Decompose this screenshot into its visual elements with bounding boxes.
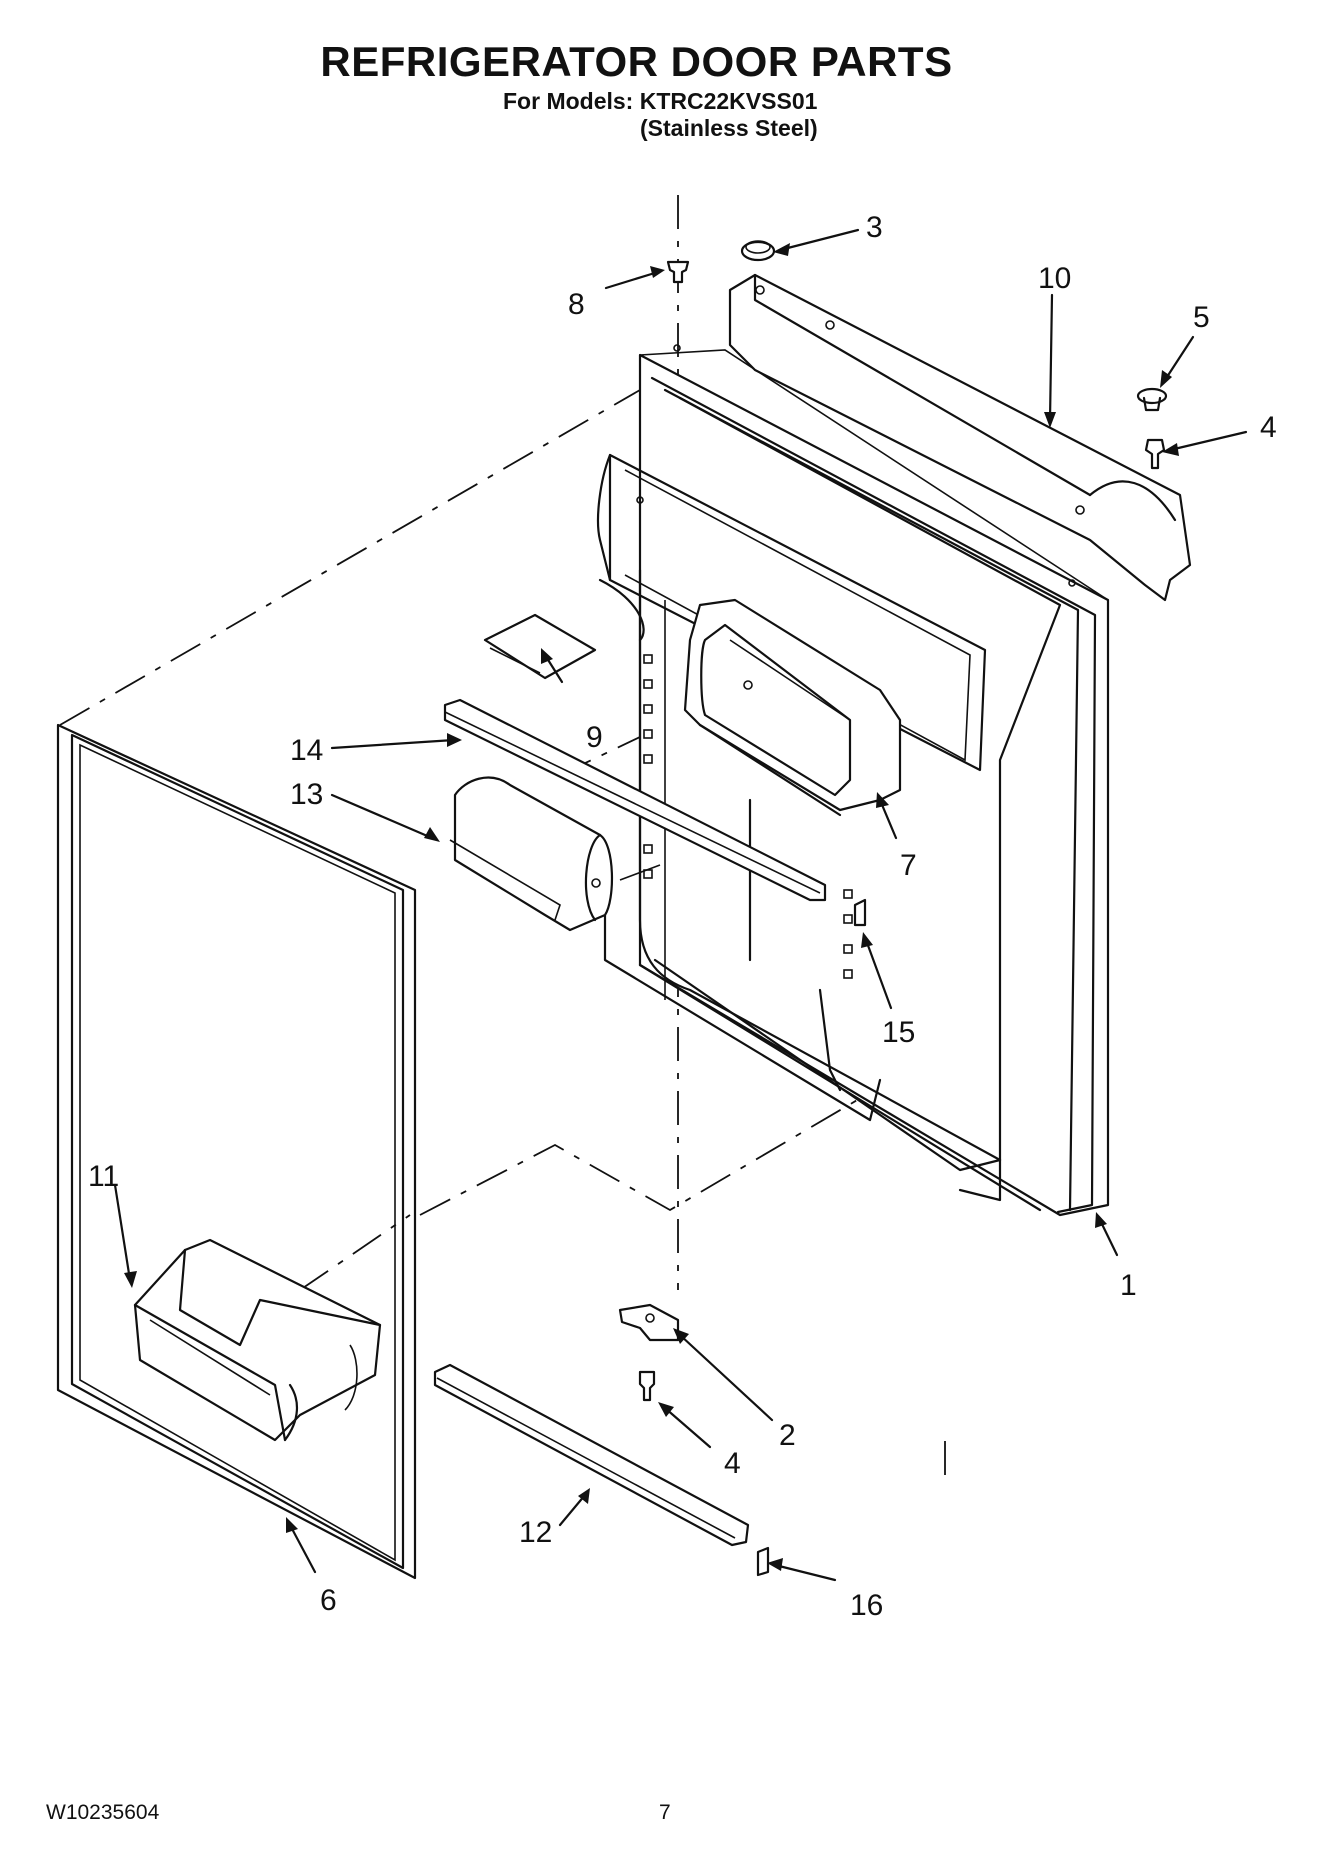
finish-line: (Stainless Steel) <box>640 115 818 141</box>
part-15-clip <box>853 898 867 927</box>
callout-4-bottom: 4 <box>724 1447 741 1480</box>
part-11-door-bin <box>133 1238 382 1442</box>
callout-5: 5 <box>1193 301 1210 334</box>
callout-6: 6 <box>320 1584 337 1617</box>
callout-15: 15 <box>882 1016 915 1049</box>
part-12-bottom-trim <box>433 1363 750 1547</box>
page-title: REFRIGERATOR DOOR PARTS <box>320 38 953 85</box>
part-8-screw <box>666 260 690 284</box>
part-16-clip <box>756 1546 770 1577</box>
callout-4-top: 4 <box>1260 411 1277 444</box>
leader-lines <box>113 228 1248 1582</box>
callout-3: 3 <box>866 211 883 244</box>
document-number: W10235604 <box>46 1801 160 1824</box>
callout-8: 8 <box>568 288 585 321</box>
part-10-door-cap <box>728 273 1192 602</box>
part-14-trim <box>443 698 827 902</box>
part-13-bin <box>449 776 613 932</box>
callout-10: 10 <box>1038 262 1071 295</box>
part-7-dairy-bin <box>683 598 902 817</box>
callout-12: 12 <box>519 1516 552 1549</box>
callout-16: 16 <box>850 1589 883 1622</box>
callout-9: 9 <box>586 721 603 754</box>
callout-1: 1 <box>1120 1269 1137 1302</box>
callout-labels: 1 2 3 4 4 5 6 7 8 9 10 11 12 13 14 15 16 <box>88 211 1277 1622</box>
models-line: For Models: KTRC22KVSS01 <box>503 88 818 114</box>
callout-11: 11 <box>88 1160 119 1193</box>
callout-13: 13 <box>290 778 323 811</box>
part-5-plug <box>1136 387 1168 412</box>
callout-7: 7 <box>900 849 917 882</box>
page-number: 7 <box>659 1801 671 1824</box>
callout-14: 14 <box>290 734 323 767</box>
callout-2: 2 <box>779 1419 796 1452</box>
part-6-door-gasket <box>56 723 417 1580</box>
part-4-screw-top <box>1144 438 1166 470</box>
part-4-screw-bottom <box>638 1370 656 1402</box>
part-2-hinge <box>618 1303 680 1342</box>
part-3-plug <box>740 240 776 262</box>
part-9-pad <box>483 613 597 680</box>
